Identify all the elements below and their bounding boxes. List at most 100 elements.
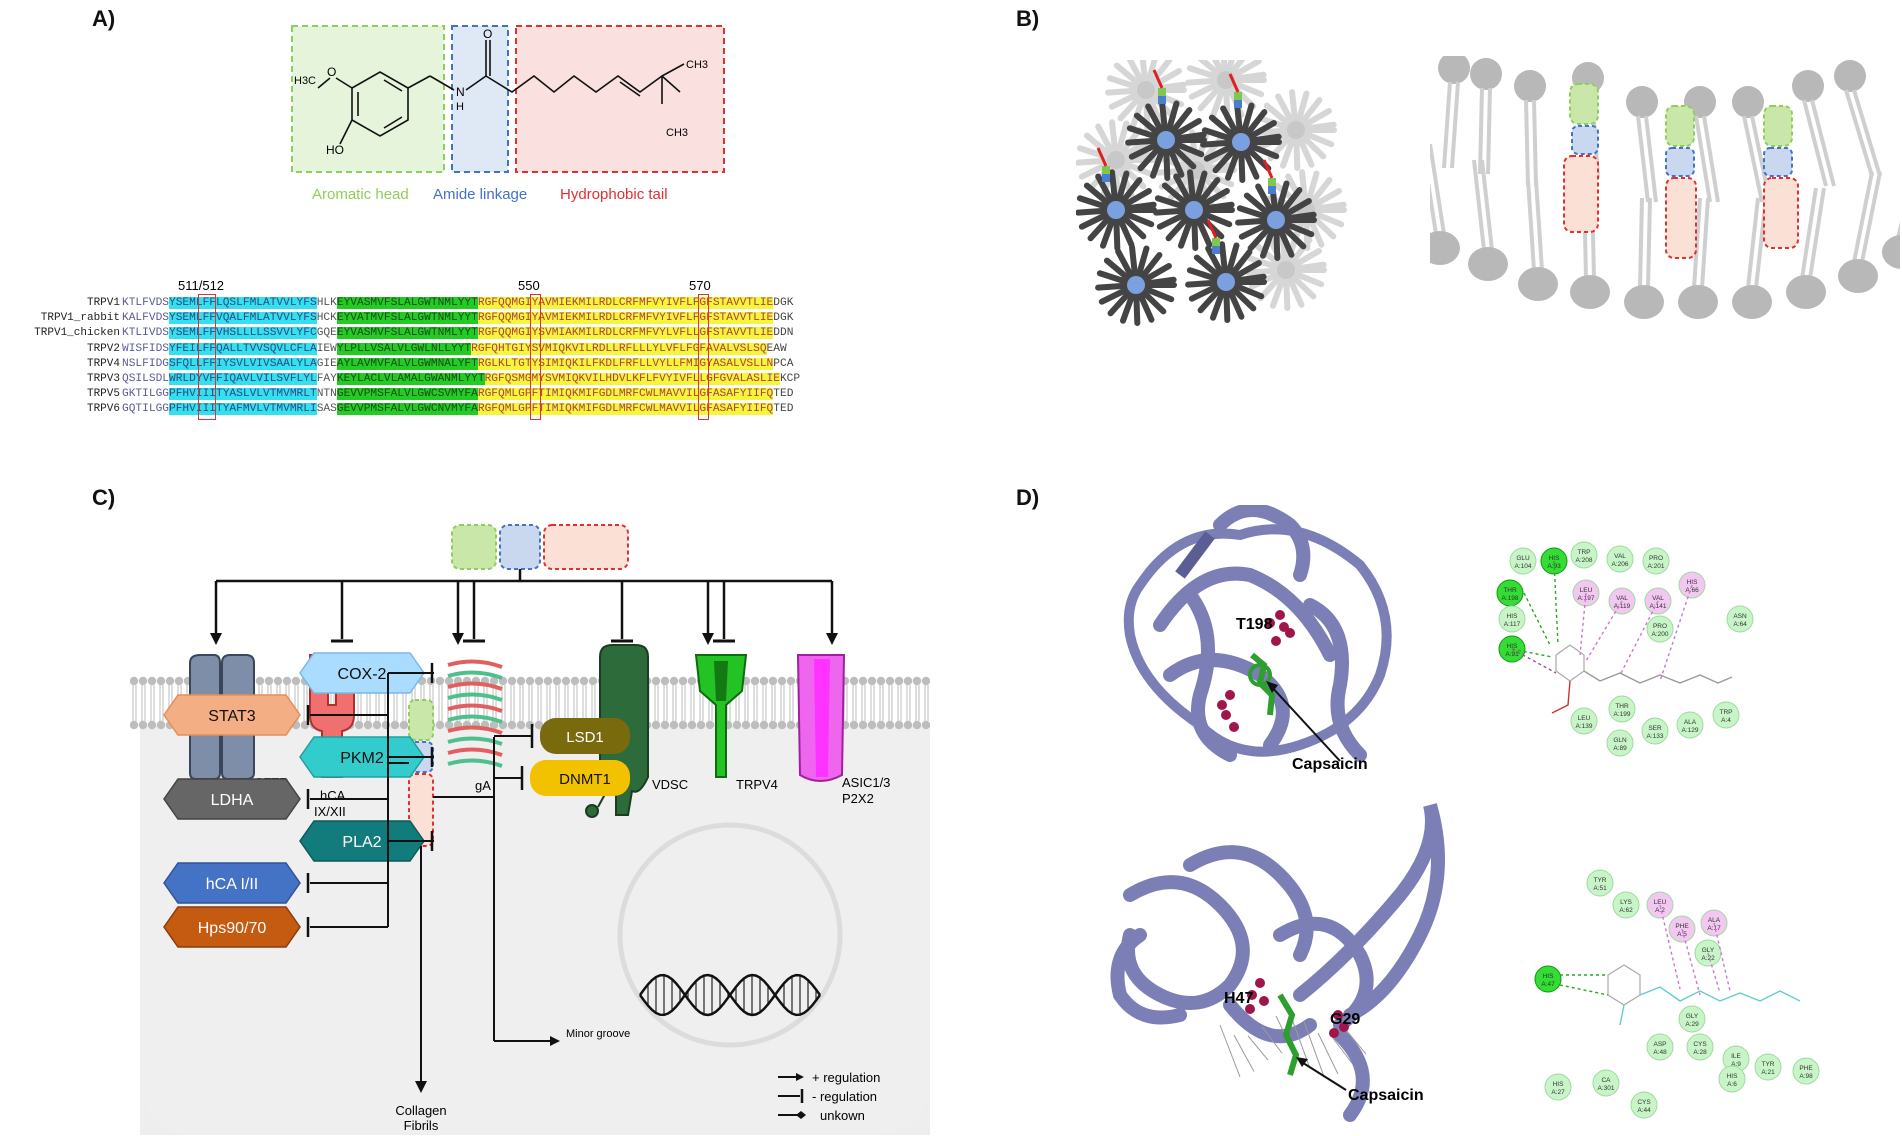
atom-h: H — [456, 101, 464, 113]
sequence-segment: DGK — [773, 297, 794, 309]
target-hps90-70: Hps90/70 — [163, 906, 388, 948]
molecule-bonds — [317, 40, 685, 145]
highlight-box-550 — [530, 294, 541, 420]
svg-text:COX-2: COX-2 — [338, 666, 387, 683]
position-label-550: 550 — [518, 278, 540, 293]
sequence-segment: GEVVPMSFALVLGWCNVMYFA — [336, 403, 478, 416]
svg-text:A:93: A:93 — [1547, 563, 1561, 570]
sequence-name: TRPV5 — [86, 388, 120, 401]
channel-label: TRPV4 — [736, 777, 778, 792]
sequence-segment: NSLFIDG — [122, 357, 169, 370]
sequence-segment: KTLIVDS — [122, 327, 169, 340]
svg-text:A:27: A:27 — [1551, 1089, 1565, 1096]
asic-p2x2-channel — [796, 654, 846, 782]
legend-entry: - regulation — [778, 1089, 877, 1104]
ribbon-strand — [1183, 588, 1237, 762]
lipid-top — [1514, 70, 1546, 187]
sequence-segment: EAW — [766, 342, 787, 355]
position-label-511: 511/512 — [178, 278, 225, 293]
sequence-name: TRPV4 — [86, 357, 120, 370]
residue-atom — [1271, 636, 1281, 646]
capsaicin-ligand-bottom — [1277, 993, 1300, 1076]
sequence-segment: RGFQMLGPFTIMIQKMIFGDLMRFCWLMAVVILGFASAFY… — [477, 403, 774, 416]
svg-text:A:2: A:2 — [1655, 907, 1665, 914]
svg-text:HIS: HIS — [1507, 613, 1519, 620]
svg-text:LYS: LYS — [1620, 899, 1632, 906]
residue-atom — [1221, 710, 1231, 720]
target-stat3: STAT3 — [163, 694, 388, 736]
svg-text:PRO: PRO — [1653, 623, 1667, 630]
residue-atom — [1333, 1010, 1343, 1020]
ribbon-strand — [1213, 505, 1311, 582]
lipid-bottom — [1882, 221, 1900, 269]
svg-text:A:48: A:48 — [1653, 1049, 1667, 1056]
svg-text:+ regulation: + regulation — [812, 1070, 880, 1085]
sequence-segment: KTLFVDS — [122, 297, 169, 309]
micelle — [1095, 244, 1177, 326]
hydrophobic-tail-label: Hydrophobic tail — [560, 186, 668, 203]
svg-text:A:66: A:66 — [1685, 587, 1699, 594]
residue-atom — [1245, 1004, 1255, 1014]
svg-text:A:141: A:141 — [1650, 603, 1667, 610]
lipid-bottom — [1786, 187, 1826, 309]
amide-linkage-box — [451, 25, 509, 173]
sequence-segment: YLPLLVSALVLGWLNLLYYT — [336, 342, 472, 355]
sequence-segment: YSEMLFFVHSLLLLSSVVLYFC — [169, 327, 317, 340]
docking-panel: T198 Capsaicin H47 G29 Capsaicin GLUA:10… — [1110, 505, 1820, 1122]
svg-text:A:28: A:28 — [1693, 1049, 1707, 1056]
svg-text:A:91: A:91 — [1505, 651, 1519, 658]
lipid-bottom — [1430, 143, 1460, 265]
sequence-segment: RGFQQMGIYSVMIAKMILRDLCRFMFVYLVFLLGFSTAVV… — [477, 327, 774, 340]
svg-text:LDHA: LDHA — [211, 792, 254, 809]
collagen-label-line1: Collagen — [395, 1103, 446, 1118]
nucleus-outline — [617, 822, 843, 1048]
svg-text:A:199: A:199 — [1614, 711, 1631, 718]
sequence-segment: DGK — [773, 312, 794, 325]
highlight-box-570 — [698, 294, 709, 420]
panel-label-b: B) — [1016, 6, 1040, 31]
svg-text:hCA I/II: hCA I/II — [206, 876, 258, 893]
residue-atom — [1225, 690, 1235, 700]
svg-text:HIS: HIS — [1507, 643, 1519, 650]
inhibition-bar — [331, 581, 353, 643]
svg-text:unkown: unkown — [820, 1108, 865, 1123]
aromatic-head-label: Aromatic head — [312, 186, 409, 203]
lipid-top — [1438, 56, 1470, 169]
sequence-segment: RGFQSMGMYSVMIQKVILHDVLKFLFVYIVFLLGFGVALA… — [484, 373, 780, 385]
svg-text:A:301: A:301 — [1598, 1085, 1615, 1092]
position-label-570: 570 — [689, 278, 711, 293]
sequence-segment: SAS — [316, 403, 337, 416]
sequence-segment: PFHVIIITYASLVLVTMVMRLT — [169, 388, 317, 401]
svg-text:A:21: A:21 — [1761, 1069, 1775, 1076]
legend-entry: unkown — [778, 1108, 865, 1123]
residue-label-h47: H47 — [1224, 990, 1253, 1007]
svg-text:HIS: HIS — [1543, 973, 1555, 980]
trpv4-channel — [694, 654, 748, 778]
micelle — [1125, 99, 1207, 181]
capsaicin-icon-top — [451, 524, 629, 570]
residue-atom — [1255, 978, 1265, 988]
svg-text:GLU: GLU — [1516, 555, 1530, 562]
svg-text:A:22: A:22 — [1701, 955, 1715, 962]
ribbon-strand — [1303, 598, 1367, 762]
svg-text:TYR: TYR — [1762, 1061, 1775, 1068]
svg-text:A:5: A:5 — [1677, 931, 1687, 938]
sequence-segment: PCA — [773, 357, 794, 370]
